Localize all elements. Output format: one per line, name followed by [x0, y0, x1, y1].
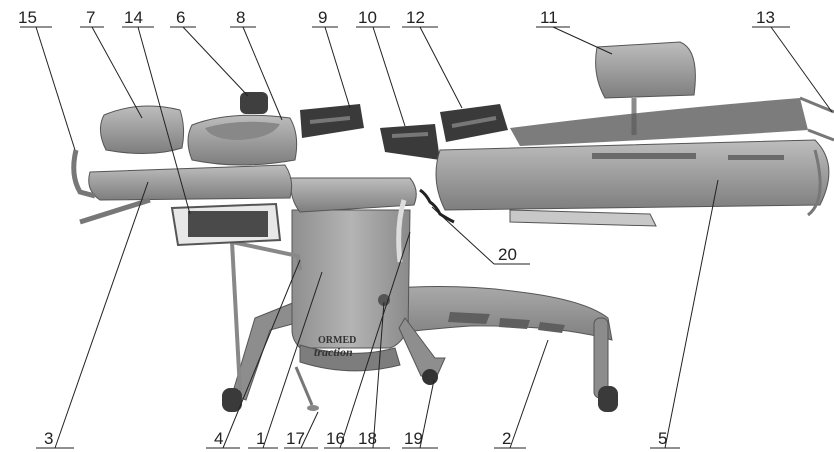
table-illustration: ORMED traction	[71, 41, 834, 412]
callout-13: 13	[756, 8, 775, 27]
callout-2: 2	[502, 429, 511, 448]
callout-18: 18	[358, 429, 377, 448]
callout-10: 10	[358, 8, 377, 27]
logo-brand: ORMED	[318, 335, 356, 346]
logo-product: traction	[314, 345, 353, 359]
callout-19: 19	[404, 429, 423, 448]
callout-3: 3	[44, 429, 53, 448]
callout-16: 16	[326, 429, 345, 448]
callout-1: 1	[256, 429, 265, 448]
callout-8: 8	[236, 8, 245, 27]
callout-4: 4	[214, 429, 223, 448]
callout-9: 9	[318, 8, 327, 27]
callout-17: 17	[286, 429, 305, 448]
callout-12: 12	[406, 8, 425, 27]
callout-labels: 15 7 14 6 8 9 10 12 11 13 3 4 1 17 16 18…	[18, 8, 775, 448]
callout-5: 5	[658, 429, 667, 448]
callout-6: 6	[176, 8, 185, 27]
callout-leaders	[20, 26, 833, 449]
callout-7: 7	[86, 8, 95, 27]
callout-15: 15	[18, 8, 37, 27]
callout-11: 11	[540, 8, 558, 27]
callout-14: 14	[124, 8, 143, 27]
callout-20: 20	[498, 245, 517, 264]
